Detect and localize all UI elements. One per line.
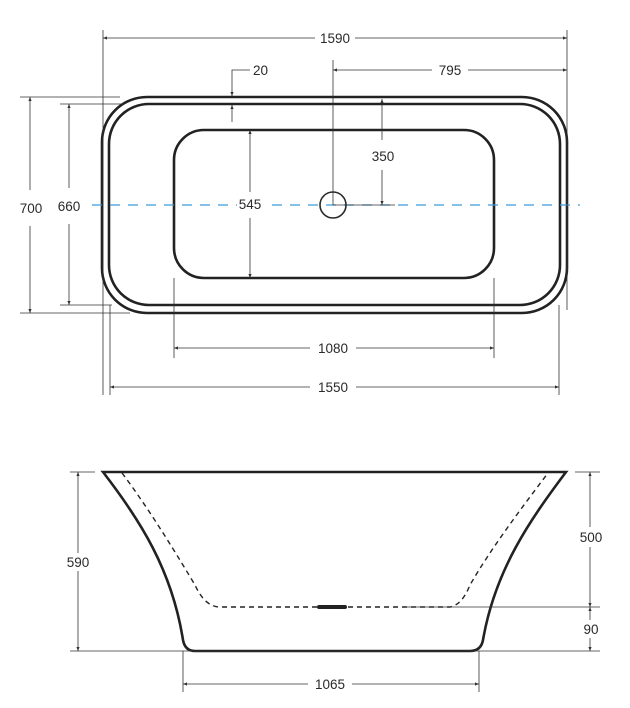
- extension-lines: [20, 30, 568, 395]
- svg-text:1550: 1550: [318, 380, 348, 395]
- svg-text:545: 545: [239, 197, 262, 212]
- dimension-overall-width: 700: [16, 97, 46, 313]
- dimension-base-length: 1065: [183, 676, 479, 692]
- svg-text:90: 90: [583, 622, 598, 637]
- dimension-basin-width: 545: [237, 130, 265, 278]
- dimension-inner-length: 1550: [110, 379, 559, 395]
- dimension-basin-length: 1080: [174, 340, 494, 356]
- inner-basin-profile: [121, 472, 549, 608]
- svg-text:795: 795: [439, 63, 462, 78]
- dimension-overall-height: 590: [60, 472, 96, 651]
- dimension-bottom-height: 90: [578, 607, 604, 651]
- dimension-drain-to-edge: 350: [366, 99, 400, 205]
- dimension-depth: 500: [574, 472, 608, 607]
- svg-text:1590: 1590: [320, 31, 350, 46]
- svg-text:350: 350: [372, 149, 395, 164]
- svg-text:1065: 1065: [315, 677, 345, 692]
- top-view: 1590 795 20 350 545 700: [16, 30, 580, 395]
- basin-outline: [172, 128, 496, 280]
- svg-text:1080: 1080: [318, 341, 348, 356]
- dimension-drain-offset: 795: [333, 62, 567, 78]
- tub-profile: [100, 470, 569, 653]
- side-extension-lines: [70, 471, 600, 692]
- svg-text:660: 660: [58, 199, 81, 214]
- dimension-rim-width: 20: [230, 63, 268, 122]
- svg-text:500: 500: [580, 530, 603, 545]
- svg-text:590: 590: [67, 555, 90, 570]
- dimension-overall-length: 1590: [103, 30, 567, 46]
- dimension-inner-width: 660: [54, 104, 84, 305]
- svg-text:20: 20: [253, 63, 268, 78]
- side-view: 590 500 90 1065: [60, 470, 608, 692]
- svg-text:700: 700: [20, 201, 43, 216]
